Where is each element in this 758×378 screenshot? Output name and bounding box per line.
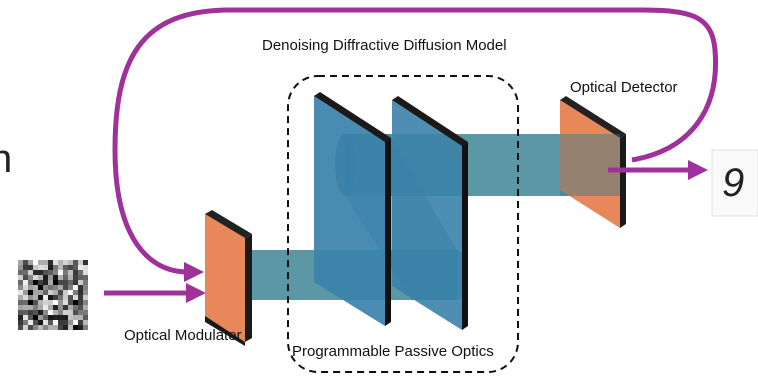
optical-detector xyxy=(560,96,626,228)
output-digit-image: 9 xyxy=(711,149,758,217)
optics-plate-1 xyxy=(314,92,391,326)
programmable-optics-box xyxy=(287,75,519,373)
diagram-title: Denoising Diffractive Diffusion Model xyxy=(262,37,507,54)
optical-modulator xyxy=(205,210,252,346)
noise-input-image xyxy=(18,260,88,330)
optics-plate-2 xyxy=(392,96,468,330)
feedback-arrowhead xyxy=(184,262,204,282)
optical-modulator-label: Optical Modulator xyxy=(124,327,242,344)
input-arrowhead xyxy=(186,283,206,303)
cropped-glyph: n xyxy=(0,137,12,181)
optical-detector-label: Optical Detector xyxy=(570,79,678,96)
svg-text:9: 9 xyxy=(722,161,744,205)
output-arrowhead xyxy=(688,160,708,180)
feedback-loop-arrow xyxy=(112,7,719,275)
programmable-optics-label: Programmable Passive Optics xyxy=(292,343,494,360)
